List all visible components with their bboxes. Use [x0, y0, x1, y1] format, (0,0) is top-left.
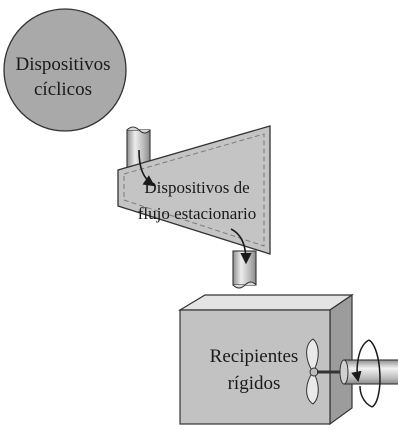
steady-flow-label-line1: Dispositivos de — [144, 178, 249, 197]
rigid-tank-label-line2: rígidos — [228, 373, 281, 394]
propeller-icon — [306, 338, 345, 405]
rotation-arrow-icon — [351, 339, 381, 408]
rigid-tank — [177, 293, 354, 426]
rigid-tank-label-line1: Recipientes — [210, 346, 299, 367]
outlet-pipe — [232, 250, 257, 289]
rotating-shaft — [339, 359, 398, 385]
outlet-flow-arrow — [230, 228, 252, 265]
steady-flow-device-body — [117, 125, 271, 255]
cyclic-devices-circle — [3, 8, 127, 132]
steady-flow-label-line2: flujo estacionario — [138, 204, 257, 223]
inlet-flow-arrow — [138, 149, 155, 187]
cyclic-devices-label-line1: Dispositivos — [15, 54, 110, 75]
cyclic-devices-label-line2: cíclicos — [34, 79, 92, 100]
